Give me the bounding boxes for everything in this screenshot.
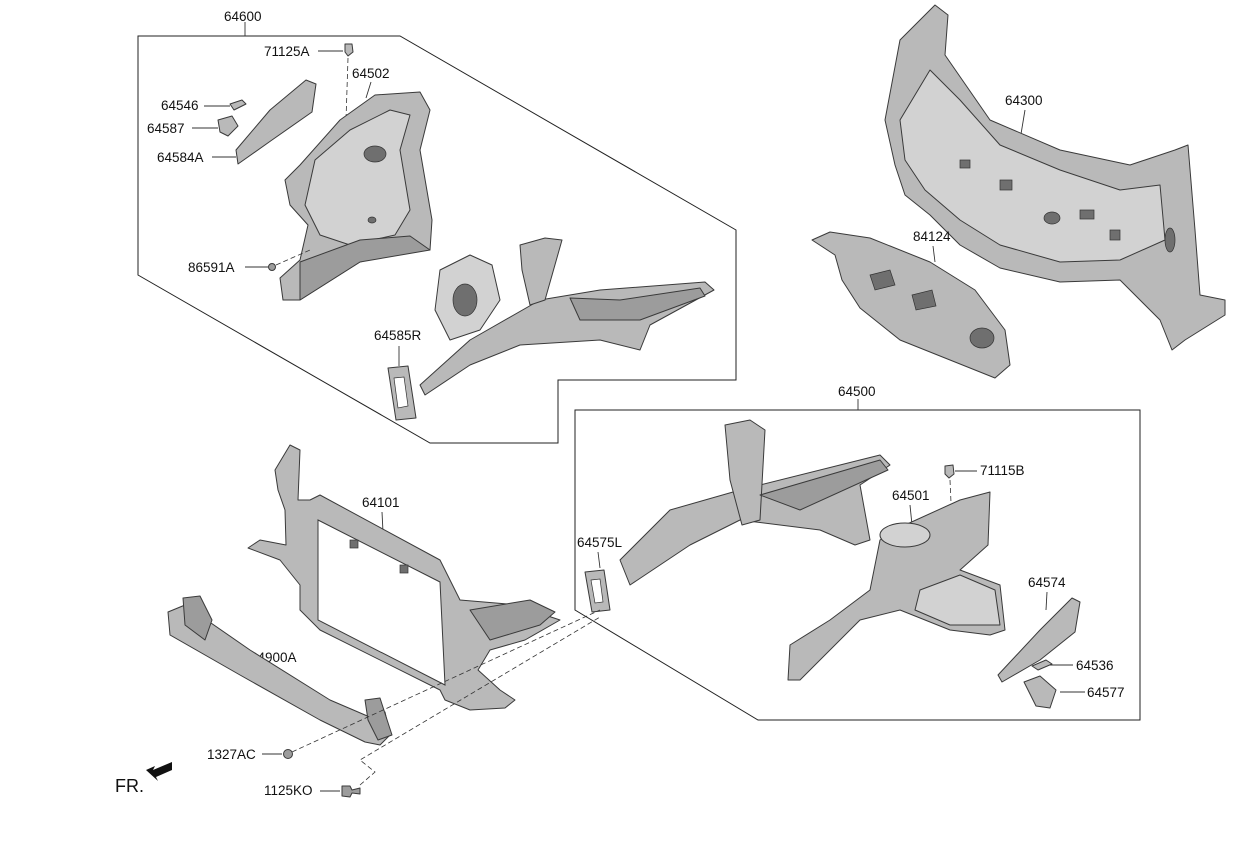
- label-64500: 64500: [838, 384, 876, 399]
- radiator-support-64101-part: [247, 444, 561, 711]
- label-64585R: 64585R: [374, 328, 422, 343]
- rail-64584A-part: [235, 79, 317, 165]
- side-member-left-part: [619, 419, 891, 586]
- label-64600: 64600: [224, 9, 262, 24]
- apron-64501-part: [787, 491, 1006, 681]
- label-64536: 64536: [1076, 658, 1114, 673]
- label-71115B: 71115B: [980, 463, 1025, 478]
- nut-1327AC-part: [283, 749, 293, 759]
- front-direction-label: FR.: [115, 776, 144, 796]
- bolt-1125KO-part: [341, 785, 361, 798]
- side-member-right-part: [419, 237, 715, 396]
- label-64575L: 64575L: [577, 535, 623, 550]
- group-64600-outline: [137, 35, 737, 444]
- apron-64502-part: [279, 91, 433, 301]
- label-84124: 84124: [913, 229, 951, 244]
- bracket-64546-part: [229, 99, 247, 111]
- clip-71115B-part: [944, 464, 955, 479]
- pad-84124-part: [811, 231, 1011, 379]
- label-64502: 64502: [352, 66, 390, 81]
- label-86591A: 86591A: [188, 260, 235, 275]
- group-64500-outline: [574, 409, 1141, 721]
- front-direction-arrow-icon: [146, 762, 172, 781]
- clip-71125A-part: [344, 43, 354, 57]
- label-64577: 64577: [1087, 685, 1125, 700]
- plate-64575L-part: [584, 569, 611, 613]
- label-64584A: 64584A: [157, 150, 204, 165]
- bracket-64587-part: [217, 115, 239, 137]
- label-71125A: 71125A: [264, 44, 310, 59]
- plug-86591A-part: [268, 263, 276, 271]
- label-64101: 64101: [362, 495, 400, 510]
- plate-64585R-part: [387, 365, 417, 421]
- label-64587: 64587: [147, 121, 185, 136]
- dash-panel-64300-part: [884, 4, 1226, 351]
- label-1125KO: 1125KO: [264, 783, 313, 798]
- bracket-64577-part: [1023, 675, 1057, 709]
- label-64546: 64546: [161, 98, 199, 113]
- bumper-beam-64900A-part: [167, 595, 393, 746]
- label-64300: 64300: [1005, 93, 1043, 108]
- bracket-64536-part: [1031, 659, 1053, 671]
- label-64574: 64574: [1028, 575, 1066, 590]
- rail-64574-part: [997, 597, 1081, 683]
- label-64501: 64501: [892, 488, 930, 503]
- label-1327AC: 1327AC: [207, 747, 256, 762]
